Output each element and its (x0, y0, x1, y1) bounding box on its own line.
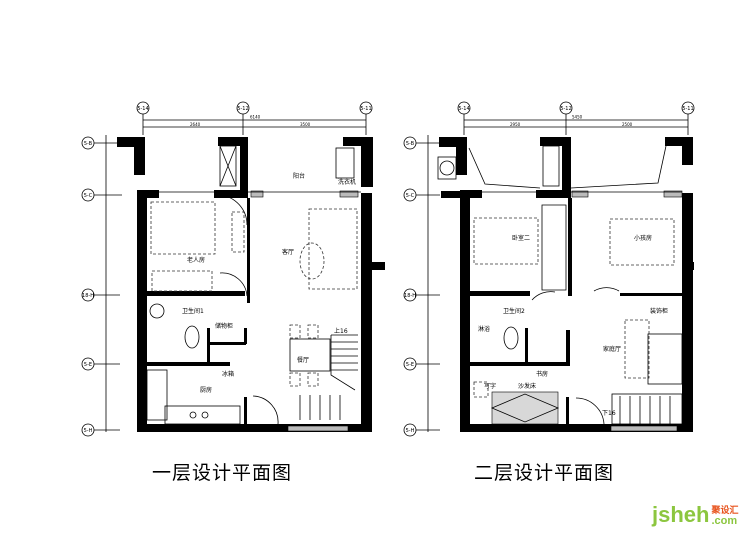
svg-text:家庭厅: 家庭厅 (603, 345, 621, 353)
svg-text:5-H: 5-H (406, 428, 415, 434)
svg-text:卫生间2: 卫生间2 (503, 307, 525, 315)
walls (439, 137, 694, 432)
svg-text:书房: 书房 (536, 370, 548, 378)
furniture (437, 145, 683, 425)
svg-text:5-C: 5-C (84, 193, 93, 199)
svg-text:上16: 上16 (334, 327, 348, 335)
svg-text:5-C: 5-C (406, 193, 415, 199)
svg-text:5-11: 5-11 (682, 106, 693, 112)
logo-side: 聚设汇 .com (711, 505, 738, 527)
svg-text:5-B: 5-B (406, 141, 415, 147)
svg-text:6140: 6140 (250, 115, 261, 120)
first-floor-plan: 5-14 5-12 5-11 6140 2640 3500 5-B 5-C 18… (81, 101, 385, 437)
svg-text:老人房: 老人房 (187, 256, 205, 264)
svg-text:5-B: 5-B (84, 141, 93, 147)
svg-text:2500: 2500 (622, 122, 633, 127)
svg-text:卫生间1: 卫生间1 (182, 307, 204, 315)
svg-text:沙发床: 沙发床 (518, 382, 536, 390)
svg-text:小孩房: 小孩房 (634, 234, 652, 242)
room-labels: 阳台 洗衣机 老人房 客厅 卫生间1 储物柜 餐厅 上16 厨房 冰箱 (182, 172, 356, 394)
svg-text:5-14: 5-14 (458, 106, 469, 112)
svg-text:阳台: 阳台 (293, 172, 305, 180)
svg-text:5-E: 5-E (406, 362, 414, 368)
svg-text:2950: 2950 (510, 122, 521, 127)
svg-text:5-12: 5-12 (237, 106, 248, 112)
walls (117, 137, 385, 432)
axis-bubbles-left: 5-B 5-C 18-H 5-E 5-H (81, 135, 122, 437)
svg-text:写字: 写字 (484, 382, 496, 390)
svg-text:18-H: 18-H (82, 293, 94, 299)
logo-cn: 聚设汇 (711, 505, 739, 515)
svg-text:餐厅: 餐厅 (297, 356, 309, 364)
first-floor-title: 一层设计平面图 (152, 462, 293, 484)
second-floor-title: 二层设计平面图 (474, 462, 615, 484)
svg-text:冰箱: 冰箱 (222, 370, 234, 378)
axis-bubbles-top: 5-14 5-12 5-11 6140 2640 3500 (136, 101, 373, 135)
svg-text:5-14: 5-14 (137, 106, 148, 112)
svg-text:客厅: 客厅 (282, 248, 294, 256)
svg-text:5-H: 5-H (84, 428, 93, 434)
svg-text:5-12: 5-12 (560, 106, 571, 112)
second-floor-plan: 5-14 5-12 5-11 5450 2950 2500 5-B 5-C 18… (403, 101, 695, 437)
svg-text:2640: 2640 (190, 122, 201, 127)
svg-text:3500: 3500 (300, 122, 311, 127)
svg-text:淋浴: 淋浴 (478, 325, 490, 333)
svg-text:18-H: 18-H (404, 293, 416, 299)
svg-text:装饰柜: 装饰柜 (650, 307, 668, 315)
axis-bubbles-left: 5-B 5-C 18-H 5-E 5-H (403, 135, 440, 437)
svg-text:下16: 下16 (602, 410, 616, 417)
svg-text:卧室二: 卧室二 (512, 234, 530, 242)
svg-text:5-E: 5-E (84, 362, 92, 368)
room-labels: 卧室二 小孩房 卫生间2 淋浴 装饰柜 家庭厅 书房 写字 沙发床 下16 (478, 234, 668, 417)
svg-text:5450: 5450 (572, 115, 583, 120)
furniture (146, 145, 358, 425)
axis-bubbles-top: 5-14 5-12 5-11 5450 2950 2500 (457, 101, 695, 135)
logo-text: jsheh (652, 502, 710, 527)
watermark-logo: jsheh 聚设汇 .com (652, 502, 738, 528)
svg-text:厨房: 厨房 (200, 386, 212, 394)
svg-text:5-11: 5-11 (360, 106, 371, 112)
svg-text:储物柜: 储物柜 (215, 322, 233, 330)
logo-suffix: .com (711, 515, 738, 527)
svg-text:洗衣机: 洗衣机 (338, 178, 356, 186)
